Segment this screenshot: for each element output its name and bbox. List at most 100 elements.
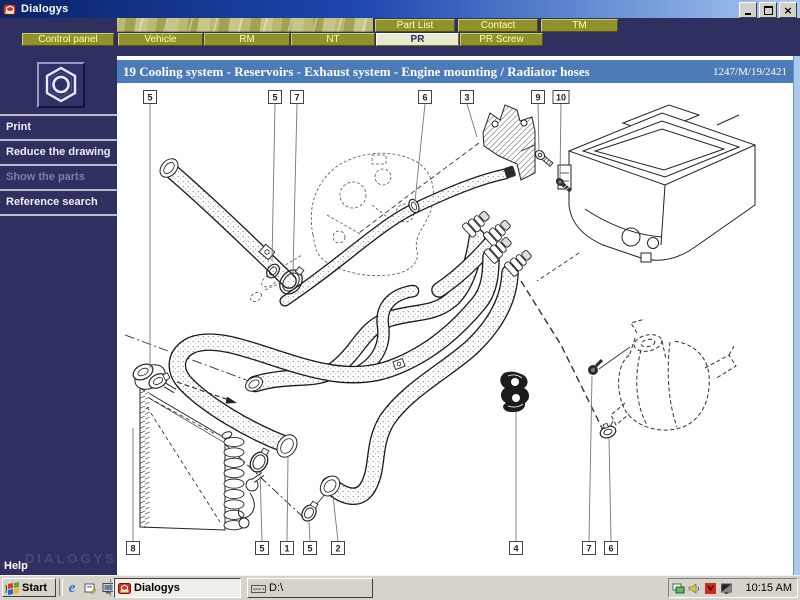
- callout-number: 7: [586, 544, 591, 554]
- callout-leader-line: [292, 103, 298, 274]
- callout-leader-line: [286, 456, 289, 542]
- network-icon[interactable]: [671, 581, 685, 595]
- callout-box-8[interactable]: [126, 541, 140, 555]
- callout-box-5[interactable]: [268, 90, 282, 104]
- nav-nt[interactable]: NT: [291, 33, 375, 46]
- callout-leader-line: [588, 375, 593, 542]
- callout-number: 6: [608, 544, 613, 554]
- callout-leader-line: [414, 103, 426, 202]
- callout-leader-line: [559, 103, 562, 179]
- callout-box-5[interactable]: [255, 541, 269, 555]
- nav-pr-screw[interactable]: PR Screw: [460, 33, 543, 46]
- task-label: D:\: [269, 582, 284, 594]
- callout-number: 5: [272, 93, 277, 103]
- taskbar-clock[interactable]: 10:15 AM: [745, 582, 792, 594]
- callout-box-2[interactable]: [331, 541, 345, 555]
- help-link[interactable]: Help: [4, 560, 28, 572]
- sidebar-item-reference-search[interactable]: Reference search: [0, 189, 117, 216]
- title-bar: Dialogys ×: [0, 0, 800, 18]
- callout-box-6[interactable]: [604, 541, 618, 555]
- nav-control-panel[interactable]: Control panel: [22, 33, 114, 46]
- clamp-6-top: [408, 198, 420, 214]
- system-tray: 10:15 AM: [668, 578, 798, 598]
- callout-box-7[interactable]: [290, 90, 304, 104]
- nav-contact[interactable]: Contact: [458, 19, 538, 32]
- nav-vehicle[interactable]: Vehicle: [118, 33, 203, 46]
- sidebar-item-reduce-drawing[interactable]: Reduce the drawing: [0, 139, 117, 164]
- dialogys-task-icon: [118, 582, 131, 594]
- callout-leader-line: [271, 103, 276, 262]
- close-button[interactable]: ×: [779, 2, 797, 18]
- nav-tm[interactable]: TM: [541, 19, 618, 32]
- callout-leader-line: [537, 103, 540, 152]
- callout-box-5[interactable]: [143, 90, 157, 104]
- page-title: 19 Cooling system - Reservoirs - Exhaust…: [123, 63, 590, 79]
- callout-box-9[interactable]: [531, 90, 545, 104]
- reference-number: 1247/M/19/2421: [713, 65, 787, 78]
- callout-leader-line: [332, 495, 339, 542]
- clamp-5-left: [249, 447, 270, 473]
- bolt-10: [555, 178, 573, 193]
- callout-box-3[interactable]: [460, 90, 474, 104]
- ie-icon[interactable]: e: [68, 579, 76, 596]
- callout-box-7[interactable]: [582, 541, 596, 555]
- callout-number: 10: [556, 93, 566, 103]
- callout-box-6[interactable]: [418, 90, 432, 104]
- bolt-7-right: [588, 358, 604, 375]
- volume-icon[interactable]: [687, 581, 701, 595]
- nav-rm[interactable]: RM: [204, 33, 290, 46]
- nav-part-list[interactable]: Part List: [375, 19, 455, 32]
- task-dialogys[interactable]: Dialogys: [114, 578, 241, 598]
- top-navigation: Part List Contact TM Control panel Vehic…: [0, 18, 800, 56]
- display-icon[interactable]: [719, 581, 733, 595]
- panel-right-border: [793, 56, 800, 575]
- antivirus-icon[interactable]: [703, 581, 717, 595]
- drawing-header: 19 Cooling system - Reservoirs - Exhaust…: [117, 60, 793, 83]
- banner-image: [117, 18, 373, 32]
- minimize-button[interactable]: [739, 2, 757, 18]
- callout-box-1[interactable]: [280, 541, 294, 555]
- task-label: Dialogys: [134, 582, 180, 594]
- radiator: [139, 387, 265, 531]
- callout-leader-line: [608, 437, 612, 542]
- desktop-icon[interactable]: [82, 580, 98, 596]
- windows-flag-icon: [5, 581, 19, 595]
- callout-number: 5: [147, 93, 152, 103]
- clamp-5-mid: [301, 500, 319, 522]
- start-label: Start: [22, 581, 48, 594]
- callout-box-10[interactable]: [552, 90, 570, 104]
- main-panel: 19 Cooling system - Reservoirs - Exhaust…: [117, 56, 800, 575]
- clamps-and-cuffs: [159, 158, 617, 522]
- sidebar-item-print[interactable]: Print: [0, 114, 117, 139]
- hose-clip-part-4: [500, 371, 530, 413]
- callout-number: 1: [284, 544, 289, 554]
- ring-5-top: [266, 263, 280, 279]
- callout-number: 4: [513, 544, 518, 554]
- sidebar-item-show-parts: Show the parts: [0, 164, 117, 189]
- callout-number: 8: [130, 544, 135, 554]
- callout-box-4[interactable]: [509, 541, 523, 555]
- start-button[interactable]: Start: [2, 578, 56, 597]
- hose-2-cuff: [319, 475, 341, 497]
- dialogys-app-icon: [3, 3, 17, 16]
- callout-number: 9: [535, 93, 540, 103]
- callout-box-5[interactable]: [303, 541, 317, 555]
- callout-number: 6: [422, 93, 427, 103]
- clamp-7-top: [279, 266, 305, 295]
- callout-number: 2: [335, 544, 340, 554]
- taskbar-separator: [59, 579, 63, 596]
- maximize-button[interactable]: [759, 2, 777, 18]
- callout-number: 7: [294, 93, 299, 103]
- callout-leader-line: [308, 521, 311, 542]
- callout-number: 5: [259, 544, 264, 554]
- heater-unit: [557, 104, 757, 263]
- hose-end-cap: [503, 165, 516, 179]
- task-d-drive[interactable]: D:\: [247, 578, 373, 598]
- taskbar: Start e Dialogys D:\: [0, 575, 800, 600]
- nav-pr[interactable]: PR: [376, 33, 459, 46]
- callout-leader-line: [466, 103, 478, 138]
- taskbar-separator: [110, 579, 114, 596]
- engine-block-outline: [250, 152, 434, 302]
- hose-1-cuff: [276, 434, 298, 458]
